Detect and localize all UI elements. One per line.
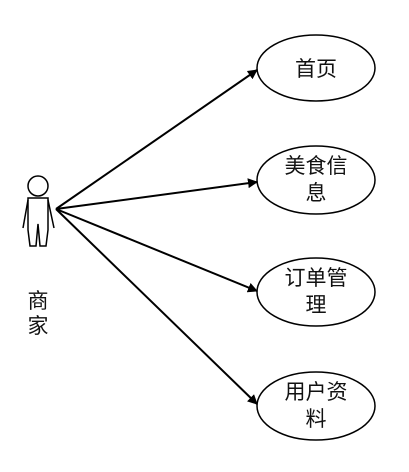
- use-case-order-management-ellipse: [256, 257, 376, 327]
- use-case-order-management: 订单管 理: [256, 257, 376, 327]
- actor-head: [27, 175, 49, 197]
- actor-right-arm: [47, 199, 55, 229]
- actor-body: [27, 197, 49, 247]
- use-case-home-ellipse: [256, 34, 376, 102]
- association-arrow-2: [55, 178, 258, 210]
- use-case-user-profile-label-line2: 料: [306, 407, 327, 431]
- use-case-user-profile-label-line1: 用户资: [285, 380, 348, 404]
- use-case-home: 首页: [256, 34, 376, 102]
- use-case-food-info: 美食信 息: [256, 145, 376, 215]
- use-case-order-management-label-line1: 订单管: [285, 266, 348, 290]
- association-arrow-4: [55, 208, 258, 405]
- actor-name-line2: 家: [28, 314, 49, 338]
- actor-left-arm: [22, 199, 29, 229]
- use-case-user-profile: 用户资 料: [256, 371, 376, 441]
- association-arrow-3: [55, 208, 258, 293]
- use-case-food-info-label-line2: 息: [306, 181, 327, 205]
- actor-name-line1: 商: [28, 289, 49, 313]
- association-arrow-1: [55, 69, 258, 210]
- use-case-food-info-ellipse: [256, 145, 376, 215]
- actor-merchant: 商 家: [22, 175, 55, 338]
- use-case-user-profile-ellipse: [256, 371, 376, 441]
- use-case-order-management-label-line2: 理: [306, 293, 327, 317]
- use-case-home-label: 首页: [295, 57, 337, 81]
- use-case-food-info-label-line1: 美食信: [285, 154, 348, 178]
